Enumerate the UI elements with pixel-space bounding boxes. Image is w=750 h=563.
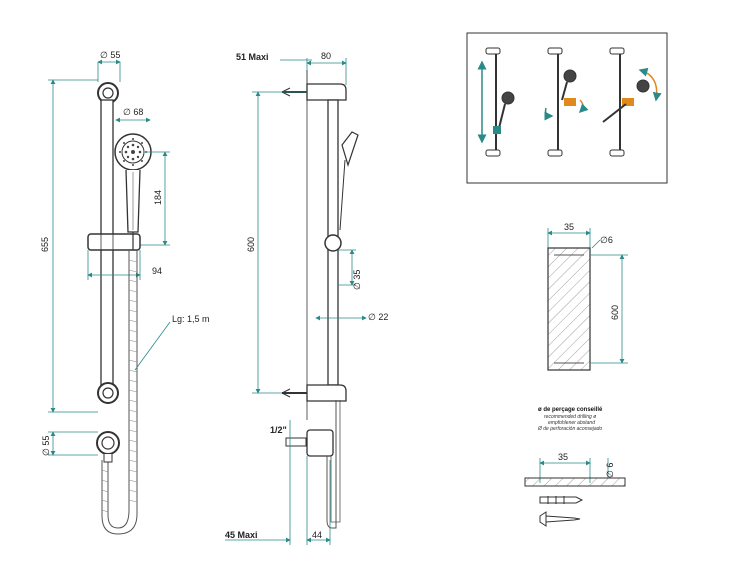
drilling-title: ø de perçage conseillé (538, 407, 603, 413)
drilling-template: 35 ∅6 600 (547, 222, 628, 371)
side-dia-slider: ∅ 35 (352, 270, 362, 290)
side-width-top: 80 (321, 51, 331, 61)
usage-instructions-panel (466, 32, 668, 184)
side-width-bottom: 44 (312, 530, 322, 540)
front-dia-outlet: ∅ 55 (41, 436, 51, 456)
side-dia-bar: ∅ 22 (368, 312, 388, 322)
front-dia-top: ∅ 55 (100, 50, 120, 60)
front-width-slider: 94 (152, 266, 162, 276)
template-width: 35 (564, 222, 574, 232)
drilling-en: recommended drilling ø (544, 414, 596, 420)
front-view: ∅ 55 655 ∅ 68 (40, 50, 210, 535)
rotate-slider-icon (544, 47, 589, 157)
front-dia-head: ∅ 68 (123, 107, 143, 117)
drilling-note: ø de perçage conseillé recommended drill… (524, 407, 626, 527)
front-hose-length: Lg: 1,5 m (172, 314, 210, 324)
side-height-bar: 600 (246, 237, 256, 252)
wall-plug-icon (539, 496, 584, 504)
drilling-de: empfohlener abstand (548, 420, 595, 426)
template-height: 600 (610, 305, 620, 320)
front-height-total: 655 (40, 237, 50, 252)
drilling-width: 35 (558, 452, 568, 462)
side-thread: 1/2" (270, 425, 287, 435)
front-height-head: 184 (153, 190, 163, 205)
side-view: 51 Maxi 80 600 ∅ 35 ∅ 22 (225, 51, 388, 545)
adjust-height-icon (477, 47, 515, 157)
side-maxi-top: 51 Maxi (236, 52, 269, 62)
drilling-es: Ø de perforación aconsejado (537, 426, 602, 432)
screw-icon (539, 511, 581, 527)
tilt-head-icon (602, 47, 662, 157)
side-maxi-bottom: 45 Maxi (225, 530, 258, 540)
drilling-dia: ∅ 6 (605, 463, 615, 478)
template-dia: ∅6 (600, 235, 613, 245)
